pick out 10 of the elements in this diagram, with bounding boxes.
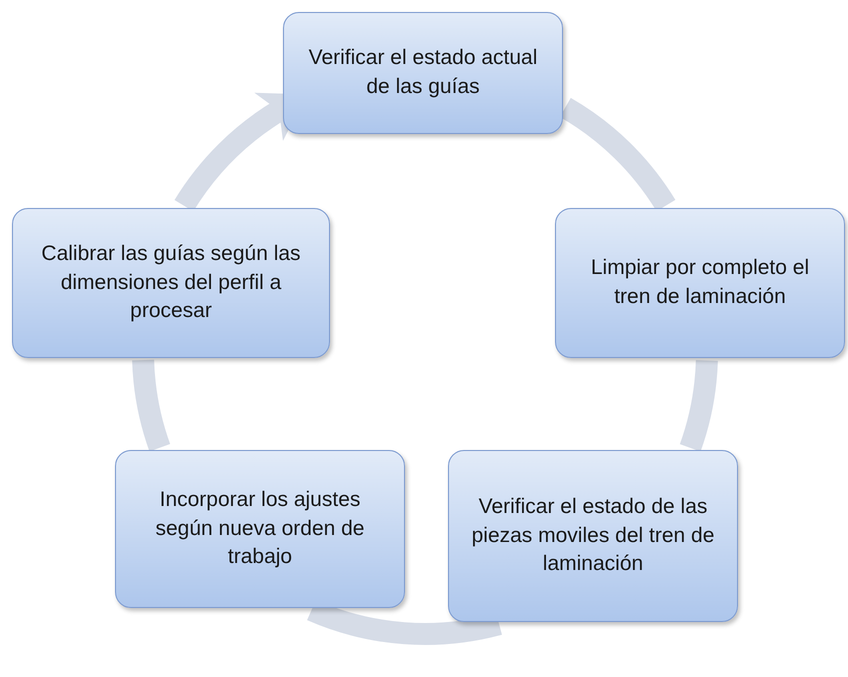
process-box bbox=[12, 208, 330, 358]
step-text: Calibrar las guías según las dimensiones del perfil a procesar bbox=[40, 240, 302, 324]
process-box bbox=[555, 208, 845, 358]
step-text: Limpiar por completo el tren de laminación bbox=[590, 255, 810, 310]
process-box bbox=[283, 12, 563, 134]
step-text: Verificar el estado actual de las guías bbox=[308, 45, 538, 100]
process-box bbox=[115, 450, 405, 608]
step-text: Incorporar los ajustes según nueva orden de trabajo bbox=[154, 486, 366, 570]
step-text: Verificar el estado de las piezas moviles del tren de laminación bbox=[470, 494, 716, 578]
process-box bbox=[448, 450, 738, 622]
